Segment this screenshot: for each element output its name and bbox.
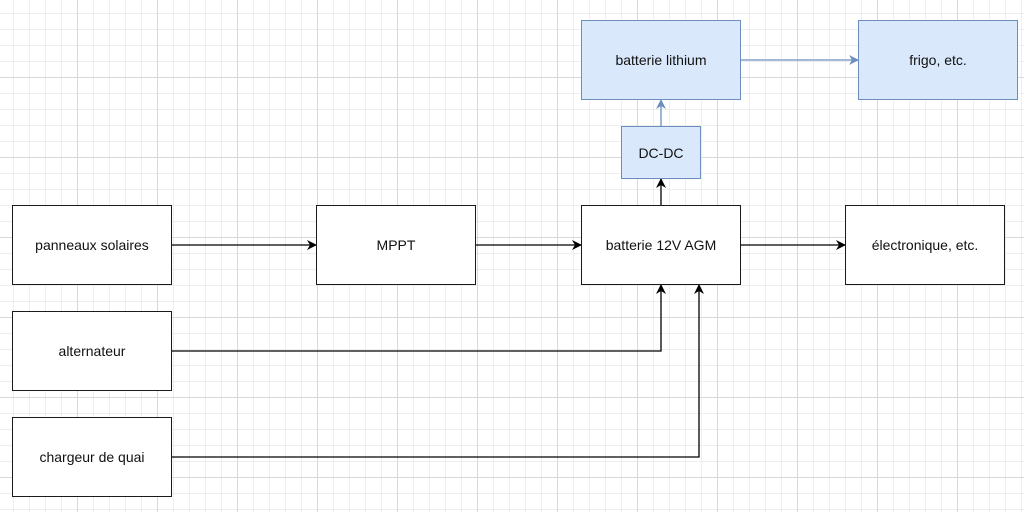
node-dc-dc[interactable]: DC-DC (621, 126, 701, 179)
node-label: chargeur de quai (39, 449, 145, 465)
node-label: panneaux solaires (35, 237, 149, 253)
node-panneaux-solaires[interactable]: panneaux solaires (12, 205, 172, 285)
node-batterie-lithium[interactable]: batterie lithium (581, 20, 741, 100)
node-label: alternateur (58, 343, 126, 359)
node-label: frigo, etc. (909, 52, 967, 68)
node-label: batterie lithium (615, 52, 707, 68)
node-label: batterie 12V AGM (605, 237, 717, 253)
node-label: MPPT (376, 237, 416, 253)
node-label: électronique, etc. (871, 237, 979, 253)
edge-chargeur-to-agm (172, 284, 704, 458)
node-alternateur[interactable]: alternateur (12, 311, 172, 391)
node-batterie-12v-agm[interactable]: batterie 12V AGM (581, 205, 741, 285)
edge-alternateur-to-agm (172, 284, 666, 352)
node-frigo[interactable]: frigo, etc. (858, 20, 1018, 100)
node-label: DC-DC (638, 144, 684, 161)
node-electronique[interactable]: électronique, etc. (845, 205, 1005, 285)
node-mppt[interactable]: MPPT (316, 205, 476, 285)
node-chargeur-de-quai[interactable]: chargeur de quai (12, 417, 172, 497)
